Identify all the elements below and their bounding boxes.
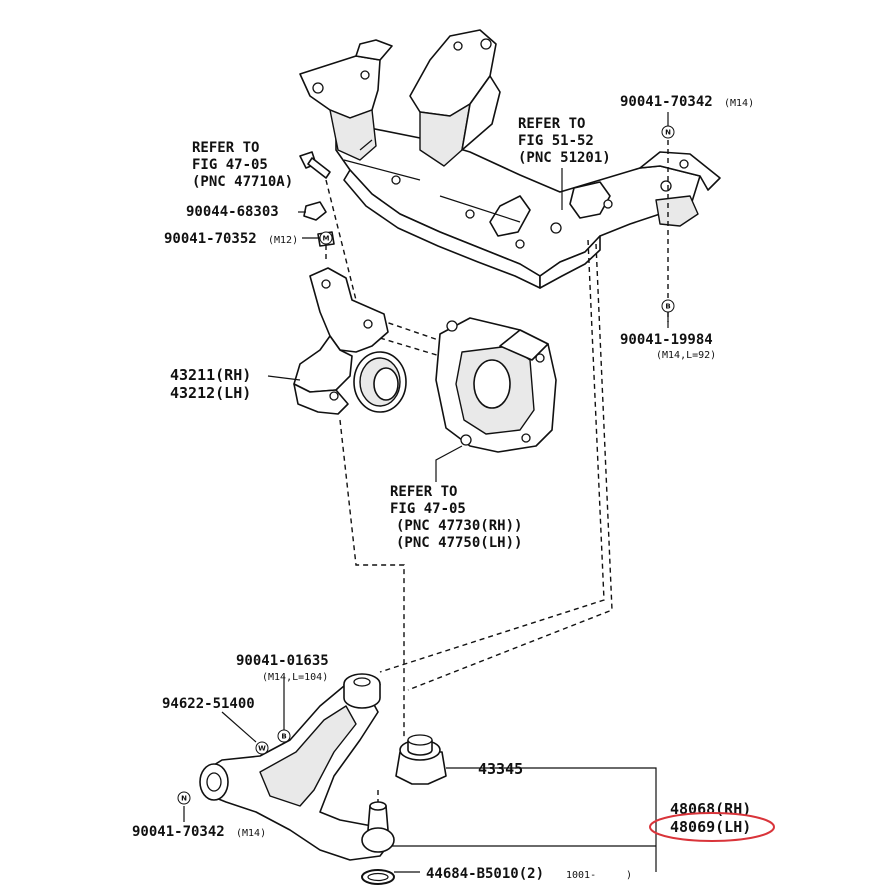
callout-m-top-left: M (319, 231, 333, 245)
snap-ring-drawing (361, 869, 395, 885)
label-clip: 90044-68303 (186, 204, 279, 220)
refer-line: FIG 47-05 (192, 157, 268, 173)
label-arm-bolt-refer: REFER TO FIG 47-05 (PNC 47710A) (192, 140, 293, 190)
refer-line: (PNC 51201) (518, 150, 611, 166)
callout-letter: B (665, 303, 670, 311)
part-spec: (M12) (268, 235, 298, 246)
brake-caliper-drawing (435, 317, 557, 453)
refer-line: FIG 47-05 (390, 501, 466, 517)
refer-line: REFER TO (518, 116, 585, 132)
part-number-rh: 43211(RH) (170, 366, 251, 384)
callout-letter: M (323, 235, 330, 243)
label-ball-joint-clip: 44684-B5010(2) 1001- ) (426, 866, 632, 882)
refer-line: (PNC 47710A) (192, 174, 293, 190)
bushing-drawing (395, 734, 447, 785)
callout-letter: N (181, 795, 187, 803)
part-number: 43345 (478, 760, 523, 778)
part-number: 90041-70342 (620, 94, 713, 110)
part-spec: (M14) (724, 98, 754, 109)
steering-knuckle-drawing (293, 267, 407, 415)
part-number: 94622-51400 (162, 696, 255, 712)
part-range: 1001- (566, 870, 596, 881)
refer-line: REFER TO (192, 140, 259, 156)
refer-line: (PNC 47730(RH)) (396, 518, 522, 534)
callout-letter: N (665, 129, 671, 137)
refer-line: FIG 51-52 (518, 133, 594, 149)
part-number: 90041-70352 (164, 231, 257, 247)
label-washer: 94622-51400 (162, 696, 255, 712)
label-crossmember-refer: REFER TO FIG 51-52 (PNC 51201) (518, 116, 611, 166)
label-lower-arm: 48068(RH) 48069(LH) (649, 800, 775, 842)
label-bolt-top-right: 90041-70342 (M14) (620, 94, 754, 110)
callout-w-lower: W (255, 741, 269, 755)
callout-b-right: B (661, 299, 675, 313)
highlight-ring (649, 812, 775, 842)
crossmember-drawing (299, 29, 721, 289)
part-number: 90041-01635 (236, 653, 329, 669)
refer-line: REFER TO (390, 484, 457, 500)
part-number: 90044-68303 (186, 204, 279, 220)
callout-n-top-right: N (661, 125, 675, 139)
label-nut-lower-left: 90041-70342 (M14) (132, 824, 266, 840)
label-bushing: 43345 (478, 760, 523, 778)
part-number-lh: 43212(LH) (170, 384, 251, 402)
part-number: 90041-19984 (620, 332, 713, 348)
label-knuckle: 43211(RH) 43212(LH) (170, 366, 251, 402)
callout-letter: B (281, 733, 286, 741)
label-nut-m12: 90041-70352 (M12) (164, 231, 298, 247)
part-number: 90041-70342 (132, 824, 225, 840)
callout-b-lower: B (277, 729, 291, 743)
label-arm-bolt-front: 90041-01635 (M14,L=104) (236, 653, 329, 683)
lower-arm-drawing (199, 673, 395, 861)
refer-line: (PNC 47750(LH)) (396, 535, 522, 551)
label-caliper-refer: REFER TO FIG 47-05 (PNC 47730(RH)) (PNC … (390, 484, 522, 551)
part-spec: (M14,L=92) (656, 350, 716, 361)
part-range-end: ) (626, 870, 632, 881)
part-spec: (M14,L=104) (262, 672, 328, 683)
leader-lines (183, 112, 669, 873)
part-number: 44684-B5010(2) (426, 866, 544, 882)
label-bolt-right-mid: 90041-19984 (M14,L=92) (620, 332, 716, 361)
callout-letter: W (258, 745, 266, 753)
callout-n-lower: N (177, 791, 191, 805)
part-number-lh: 48069(LH) (670, 818, 751, 836)
part-spec: (M14) (236, 828, 266, 839)
hardware-top-left (299, 151, 335, 247)
